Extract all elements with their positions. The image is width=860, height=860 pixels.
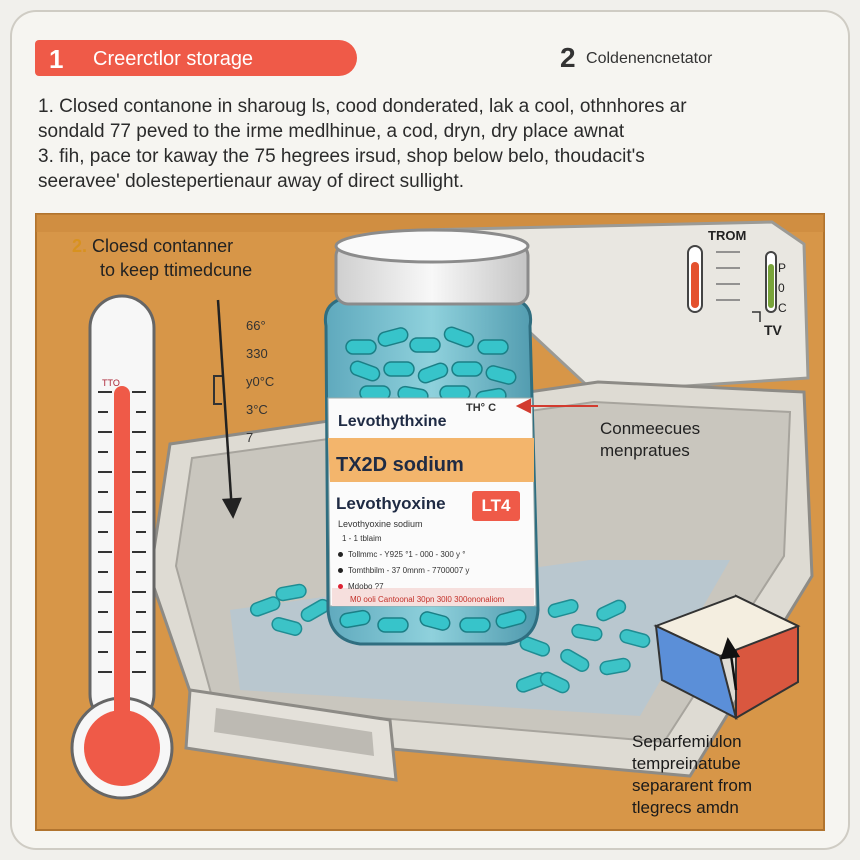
temp-mark: 3°C: [246, 402, 268, 417]
bottle-row-text: Tomthbilm - 37 0mnm - 7700007 y: [348, 566, 470, 575]
loose-pills: [249, 583, 651, 694]
callout-line: Conmeecues: [600, 419, 701, 438]
bottle-label-title: Levothythxine: [338, 413, 447, 430]
bottle-temp-tag: TH° C: [466, 402, 497, 414]
separation-block: [653, 594, 801, 720]
step2-number: 2: [560, 42, 576, 73]
callout-line: tlegrecs amdn: [632, 798, 739, 817]
separation-callout: Separfemiulon tempreinatube separarent f…: [632, 731, 752, 819]
temperature-marks: 66° 330 y0°C 3°C 7: [246, 312, 274, 452]
step1-title: Creerctlor storage: [93, 48, 254, 70]
closed-container-label: 2. Cloesd contanner to keep ttimedcune: [72, 234, 252, 282]
temp-mark: 66°: [246, 318, 266, 333]
temperature-bracket: [213, 375, 222, 405]
thermometer-tube-label: TTO: [102, 378, 120, 388]
gauge-top-label: TROM: [708, 228, 747, 243]
step1-number: 1: [49, 44, 64, 74]
instruction-list: 1. Closed contanone in sharoug ls, cood …: [38, 94, 828, 194]
bottle-label-band: TX2D sodium: [336, 454, 464, 476]
side-label-line1: Cloesd contanner: [92, 236, 234, 256]
medicine-jar: [323, 228, 540, 646]
step2-heading: 2 Coldenencnetator: [560, 42, 712, 74]
down-arrow-icon: [216, 299, 242, 519]
gauge-letters: P 0 C: [778, 258, 787, 318]
thermometer: [70, 294, 174, 800]
callout-line: menpratues: [600, 441, 690, 460]
bottle-row-text: Mdobo ?7: [348, 582, 384, 591]
callout-line: Separfemiulon: [632, 732, 742, 751]
step1-banner: 1 Creerctlor storage: [35, 40, 357, 76]
gauge-letter: 0: [778, 281, 785, 295]
side-label-number: 2.: [72, 236, 88, 256]
gauge-letter: C: [778, 301, 787, 315]
bottle-label-footer: M0 ooli Cantoonal 30pn 30l0 300ononaliom: [350, 595, 505, 604]
temperature-callout: Conmeecues menpratues: [600, 418, 700, 462]
instruction-line: sondald 77 peved to the irme medlhinue, …: [38, 121, 625, 142]
callout-line: separarent from: [632, 776, 752, 795]
gauge-unit: TV: [764, 322, 782, 338]
bottle-label-brand: Levothyoxine: [336, 494, 446, 513]
tray-handle-slot: [214, 708, 374, 756]
bottle-row-text: Tollmmc - Y925 °1 - 000 - 300 y °: [348, 550, 466, 559]
left-arrow-icon: [515, 398, 598, 414]
up-arrow-icon: [720, 637, 741, 691]
instruction-line: seeravee' dolestepertienaur away of dire…: [38, 171, 465, 192]
bottle-label-sub: Levothyoxine sodium: [338, 519, 423, 529]
instruction-line: 1. Closed contanone in sharoug ls, cood …: [38, 96, 687, 117]
callout-line: tempreinatube: [632, 754, 741, 773]
bottle-label-row: Mdobo ?7: [338, 582, 384, 591]
bottle-label-small: 1 - 1 tblaim: [342, 534, 382, 543]
instruction-line: 3. fih, pace tor kaway the 75 hegrees ir…: [38, 146, 645, 167]
gauge-letter: P: [778, 261, 787, 275]
bottle-label-row: Tomthbilm - 37 0mnm - 7700007 y: [338, 566, 469, 575]
wall-gauge: [687, 245, 777, 322]
temp-mark: 330: [246, 346, 268, 361]
bottle-label-badge: LT4: [472, 491, 520, 521]
temp-mark: y0°C: [246, 374, 275, 389]
step2-title: Coldenencnetator: [586, 50, 713, 67]
side-label-line2: to keep ttimedcune: [100, 260, 253, 280]
temp-mark: 7: [246, 430, 254, 445]
bottle-label-row: Tollmmc - Y925 °1 - 000 - 300 y °: [338, 550, 465, 559]
